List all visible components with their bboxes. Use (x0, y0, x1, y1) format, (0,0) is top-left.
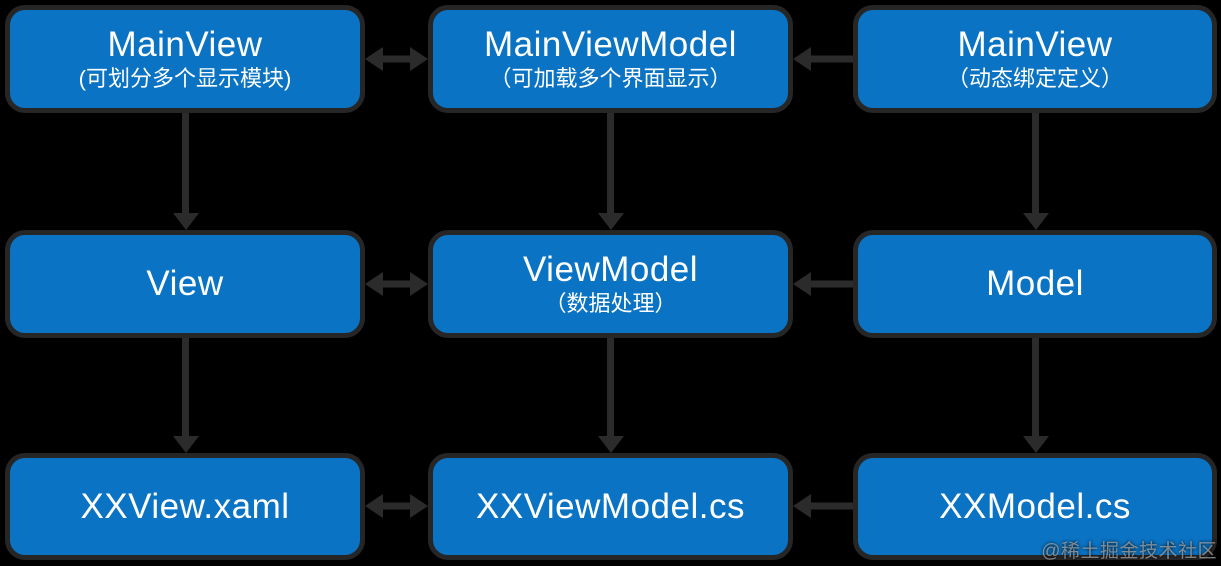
arrow-shaft (807, 280, 853, 288)
node-mainviewmodel: MainViewModel （可加载多个界面显示） (428, 5, 793, 113)
node-mainview-binding: MainView （动态绑定定义） (853, 5, 1217, 113)
arrow-shaft (607, 113, 614, 218)
node-viewmodel: ViewModel （数据处理） (428, 230, 793, 338)
node-xxmodel-cs: XXModel.cs (853, 453, 1217, 560)
node-mainviewmodel-title: MainViewModel (484, 25, 737, 65)
node-xxview-xaml-title: XXView.xaml (80, 486, 290, 526)
arrowhead-left-icon (365, 272, 383, 296)
arrowhead-down-icon (597, 436, 624, 453)
node-mainviewmodel-subtitle: （可加载多个界面显示） (489, 66, 732, 92)
arrow-shaft (807, 55, 853, 63)
node-viewmodel-title: ViewModel (522, 250, 699, 290)
arrow-mainview-binding-to-mainviewmodel (793, 44, 853, 74)
arrow-shaft (377, 280, 416, 288)
arrowhead-left-icon (793, 272, 811, 296)
node-mainview-title: MainView (107, 25, 263, 65)
node-view-title: View (146, 264, 224, 304)
arrow-model-down-to-xxmodel (1022, 338, 1049, 453)
node-xxview-xaml: XXView.xaml (5, 453, 365, 560)
arrow-shaft (807, 502, 853, 510)
node-viewmodel-subtitle: （数据处理） (544, 291, 677, 317)
arrowhead-down-icon (172, 436, 199, 453)
arrow-view-down-to-xxview (172, 338, 199, 453)
arrow-model-to-viewmodel (793, 269, 853, 299)
arrow-mainview-down-to-view (172, 113, 199, 230)
arrowhead-left-icon (365, 47, 383, 71)
arrow-shaft (182, 113, 189, 218)
node-mainview-binding-title: MainView (957, 25, 1113, 65)
arrow-shaft (1032, 113, 1039, 218)
arrowhead-down-icon (1022, 436, 1049, 453)
node-view: View (5, 230, 365, 338)
arrowhead-left-icon (793, 47, 811, 71)
arrowhead-down-icon (1022, 213, 1049, 230)
arrow-shaft (1032, 338, 1039, 441)
arrow-mainviewmodel-down-to-viewmodel (597, 113, 624, 230)
node-xxviewmodel-cs-title: XXViewModel.cs (476, 486, 745, 526)
arrowhead-right-icon (410, 272, 428, 296)
node-mainview: MainView (可划分多个显示模块) (5, 5, 365, 113)
node-xxviewmodel-cs: XXViewModel.cs (428, 453, 793, 560)
arrowhead-left-icon (793, 494, 811, 518)
node-model: Model (853, 230, 1217, 338)
node-xxmodel-cs-title: XXModel.cs (939, 486, 1131, 526)
arrow-mainview-mainviewmodel-bidirectional (365, 44, 428, 74)
arrowhead-down-icon (172, 213, 199, 230)
arrow-mainview-binding-down-to-model (1022, 113, 1049, 230)
arrow-shaft (377, 55, 416, 63)
arrowhead-right-icon (410, 47, 428, 71)
arrow-shaft (607, 338, 614, 441)
arrow-viewmodel-down-to-xxviewmodel (597, 338, 624, 453)
node-mainview-subtitle: (可划分多个显示模块) (78, 66, 292, 92)
arrowhead-down-icon (597, 213, 624, 230)
arrow-xxview-xxviewmodel-bidirectional (365, 491, 428, 521)
arrowhead-left-icon (365, 494, 383, 518)
arrow-shaft (182, 338, 189, 441)
node-mainview-binding-subtitle: （动态绑定定义） (946, 66, 1123, 92)
arrow-view-viewmodel-bidirectional (365, 269, 428, 299)
node-model-title: Model (986, 264, 1084, 304)
arrow-xxmodel-to-xxviewmodel (793, 491, 853, 521)
watermark: @稀土掘金技术社区 (1041, 541, 1217, 562)
arrowhead-right-icon (410, 494, 428, 518)
arrow-shaft (377, 502, 416, 510)
